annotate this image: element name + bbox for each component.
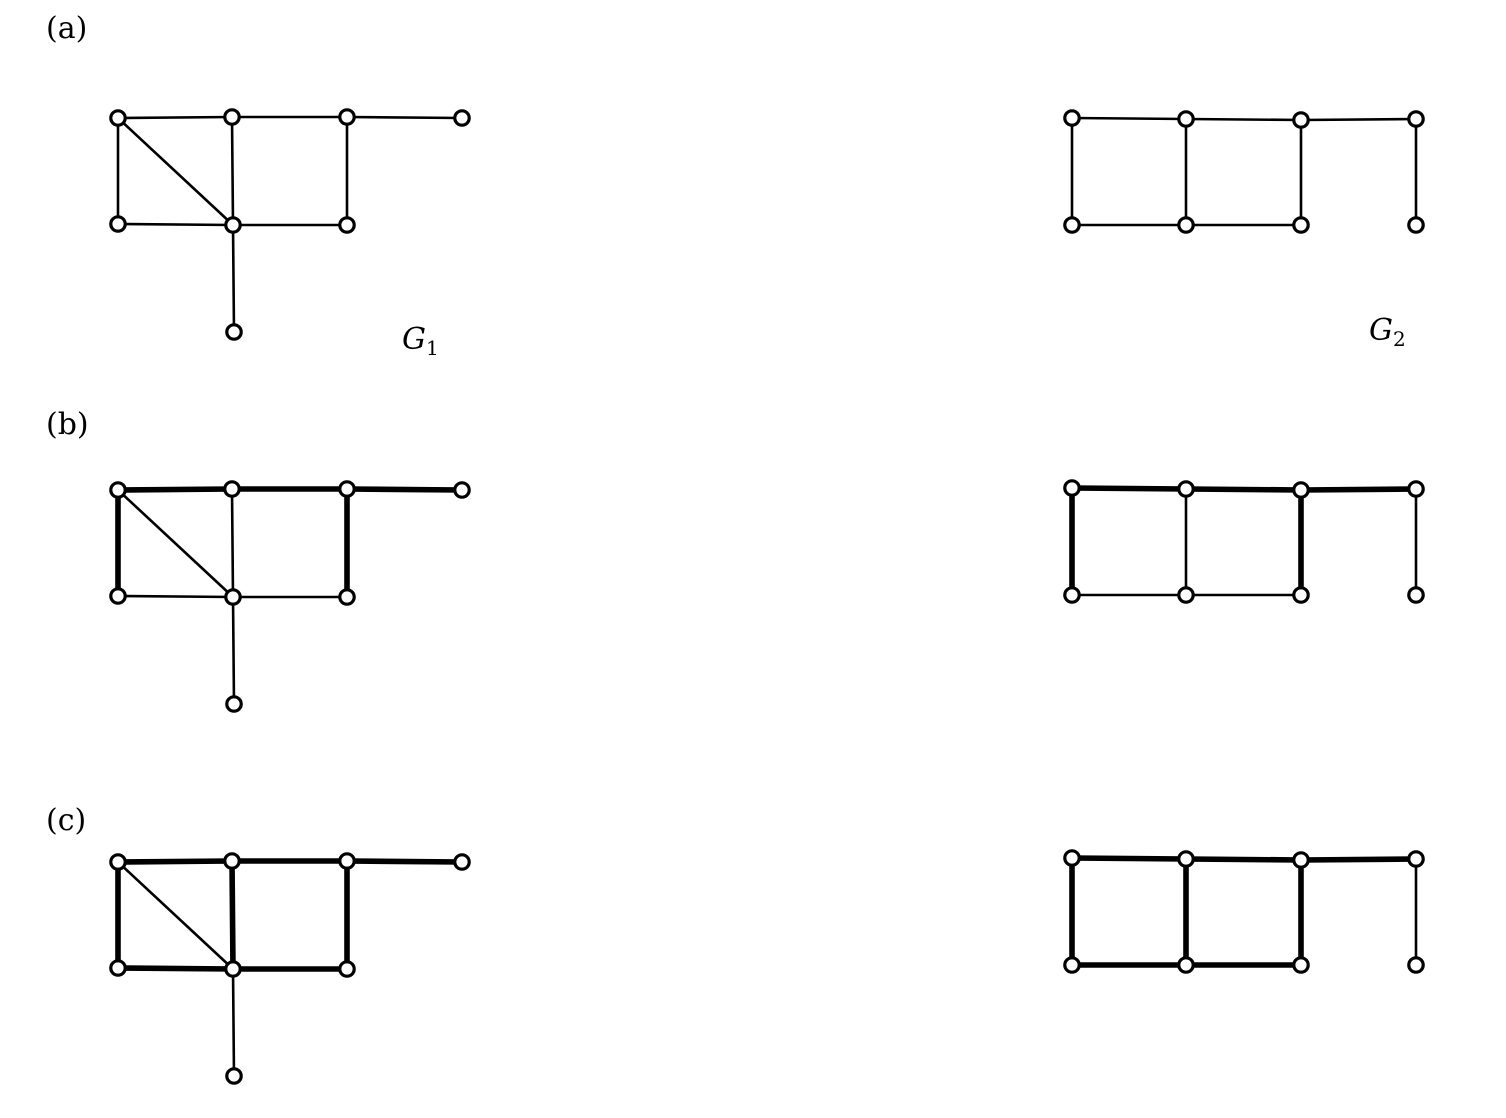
vertex-v3 <box>338 480 356 498</box>
edge-u3-u4-highlighted <box>1298 486 1419 493</box>
vertex-u2 <box>1177 850 1195 868</box>
edge-u2-u3-highlighted <box>1183 486 1304 493</box>
vertex-v8 <box>225 695 243 713</box>
vertex-v2 <box>223 480 241 498</box>
edge-v1-v2 <box>116 115 234 120</box>
vertex-u2 <box>1177 110 1195 128</box>
vertex-v6 <box>224 216 242 234</box>
edge-u3-u4 <box>1299 117 1418 122</box>
graph-g1-panel-b <box>109 480 471 713</box>
vertex-u7 <box>1292 956 1310 974</box>
vertex-v3 <box>338 852 356 870</box>
edge-v1-v6 <box>116 116 235 227</box>
edge-v5-v6 <box>116 594 235 599</box>
graph-g2-panel-a <box>1063 109 1425 234</box>
edge-v5-v6 <box>116 222 235 227</box>
vertex-u7 <box>1292 586 1310 604</box>
vertex-u7 <box>1292 216 1310 234</box>
edge-v2-v6 <box>230 115 235 227</box>
graph-g1-panel-a <box>109 108 471 341</box>
vertex-u4 <box>1407 850 1425 868</box>
edge-v1-v2-highlighted <box>115 486 235 493</box>
vertex-u2 <box>1177 480 1195 498</box>
edge-v6-v8 <box>231 967 236 1078</box>
vertex-v5 <box>109 215 127 233</box>
vertex-v3 <box>338 108 356 126</box>
vertex-v1 <box>109 481 127 499</box>
edge-v2-v6-highlighted <box>229 858 236 972</box>
vertex-v4 <box>453 853 471 871</box>
graph-g2-panel-b <box>1063 479 1425 604</box>
edge-v3-v4-highlighted <box>344 858 465 865</box>
edge-u3-u4-highlighted <box>1298 856 1419 863</box>
panel-label-a: (a) <box>46 11 87 46</box>
vertex-u6 <box>1177 216 1195 234</box>
graphs-layer <box>109 108 1425 1085</box>
graph-g1-panel-c <box>109 852 471 1085</box>
vertex-v8 <box>225 323 243 341</box>
vertex-v7 <box>338 588 356 606</box>
vertex-u6 <box>1177 586 1195 604</box>
edge-u2-u3-highlighted <box>1183 856 1304 863</box>
edge-u1-u2 <box>1070 116 1188 121</box>
vertex-u6 <box>1177 956 1195 974</box>
vertex-u8 <box>1407 956 1425 974</box>
vertex-v5 <box>109 587 127 605</box>
vertex-u3 <box>1292 851 1310 869</box>
panel-label-b: (b) <box>46 407 89 442</box>
graph-g2-panel-c <box>1063 849 1425 974</box>
vertex-v7 <box>338 960 356 978</box>
edge-u1-u2-highlighted <box>1069 855 1189 862</box>
vertex-v4 <box>453 109 471 127</box>
vertex-v7 <box>338 216 356 234</box>
vertex-v8 <box>225 1067 243 1085</box>
edge-v6-v8 <box>231 595 236 706</box>
edge-v3-v4 <box>345 115 464 120</box>
vertex-u5 <box>1063 956 1081 974</box>
graph-name-g2: G2 <box>1369 313 1406 351</box>
vertex-v2 <box>223 852 241 870</box>
edge-u2-u3 <box>1184 117 1303 122</box>
vertex-u4 <box>1407 480 1425 498</box>
vertex-v6 <box>224 960 242 978</box>
vertex-v1 <box>109 853 127 871</box>
vertex-u3 <box>1292 481 1310 499</box>
edge-v1-v2-highlighted <box>115 858 235 865</box>
edge-v1-v6 <box>116 860 235 971</box>
edge-v1-v6 <box>116 488 235 599</box>
vertex-v2 <box>223 108 241 126</box>
edge-u1-u2-highlighted <box>1069 485 1189 492</box>
vertex-u8 <box>1407 216 1425 234</box>
graph-name-g1: G1 <box>402 322 439 360</box>
vertex-u8 <box>1407 586 1425 604</box>
vertex-u5 <box>1063 586 1081 604</box>
vertex-v6 <box>224 588 242 606</box>
edge-v5-v6-highlighted <box>115 965 236 972</box>
vertex-u3 <box>1292 111 1310 129</box>
vertex-u1 <box>1063 849 1081 867</box>
vertex-u1 <box>1063 479 1081 497</box>
vertex-v5 <box>109 959 127 977</box>
edge-v2-v6 <box>230 487 235 599</box>
vertex-v4 <box>453 481 471 499</box>
vertex-u5 <box>1063 216 1081 234</box>
panel-label-c: (c) <box>46 803 86 838</box>
vertex-u4 <box>1407 110 1425 128</box>
edge-v6-v8 <box>231 223 236 334</box>
vertex-v1 <box>109 109 127 127</box>
vertex-u1 <box>1063 109 1081 127</box>
edge-v3-v4-highlighted <box>344 486 465 493</box>
